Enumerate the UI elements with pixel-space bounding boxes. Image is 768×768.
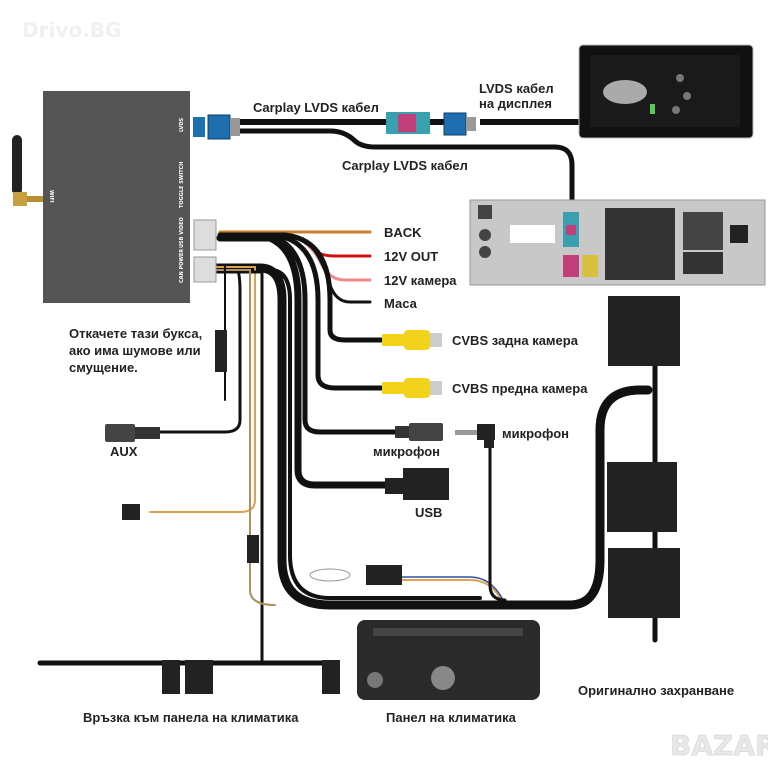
inline-connector bbox=[215, 330, 227, 372]
wifi-antenna-icon bbox=[12, 135, 43, 206]
carplay-module: LVDS TOGGLE SWITCH USB VIDEO CAN POWER W… bbox=[43, 91, 190, 303]
original-connector-2 bbox=[607, 462, 677, 532]
can-power-plug bbox=[193, 256, 217, 283]
port-label-can-power: CAN POWER bbox=[179, 249, 185, 283]
wiring-harness bbox=[37, 230, 658, 666]
port-label-usb-video: USB VIDEO bbox=[179, 217, 185, 248]
car-display bbox=[578, 44, 754, 139]
small-connector-left bbox=[122, 504, 140, 520]
rca-rear-camera-connector bbox=[382, 330, 442, 350]
note-line-1: Откачете тази букса, bbox=[69, 326, 202, 341]
small-connector-mid bbox=[247, 535, 259, 563]
watermark-drivo: Drivo.BG bbox=[22, 18, 121, 42]
rca-front-camera-connector bbox=[382, 378, 442, 398]
label-back: BACK bbox=[384, 225, 422, 240]
label-usb: USB bbox=[415, 505, 442, 520]
label-aux: AUX bbox=[110, 444, 138, 459]
label-12v-camera: 12V камера bbox=[384, 273, 457, 288]
watermark-bazar: BAZAR bbox=[670, 729, 768, 762]
fakra-connector-module bbox=[193, 114, 240, 140]
note-line-2: ако има шумове или bbox=[69, 343, 201, 358]
climate-connector-3 bbox=[322, 660, 340, 694]
aux-jack-icon bbox=[105, 424, 160, 442]
climate-connector-2 bbox=[185, 660, 213, 694]
label-lvds-display-1: LVDS кабел bbox=[479, 81, 554, 96]
original-connector-1 bbox=[608, 296, 680, 366]
label-cvbs-front: CVBS предна камера bbox=[452, 381, 588, 396]
mic-jack-icon bbox=[395, 423, 443, 441]
label-carplay-lvds-bottom: Carplay LVDS кабел bbox=[342, 158, 468, 173]
head-unit bbox=[469, 199, 766, 286]
label-mic-plug: микрофон bbox=[502, 426, 569, 441]
usb-connector-icon bbox=[385, 468, 449, 500]
fakra-connector-display bbox=[443, 112, 476, 136]
mic-plug-icon bbox=[455, 424, 495, 448]
port-label-wifi: WIFI bbox=[48, 190, 54, 203]
note-line-3: смущение. bbox=[69, 360, 138, 375]
label-climate-panel: Панел на климатика bbox=[386, 710, 517, 725]
lvds-cables bbox=[240, 119, 585, 210]
label-mic-jack: микрофон bbox=[373, 444, 440, 459]
climate-connector-1 bbox=[162, 660, 180, 694]
label-ground: Маса bbox=[384, 296, 418, 311]
fakra-coupler-pink bbox=[386, 112, 430, 134]
original-connector-3 bbox=[608, 548, 680, 618]
port-label-toggle: TOGGLE SWITCH bbox=[179, 162, 185, 208]
label-carplay-lvds-top: Carplay LVDS кабел bbox=[253, 100, 379, 115]
label-cvbs-rear: CVBS задна камера bbox=[452, 333, 579, 348]
port-label-lvds: LVDS bbox=[179, 117, 185, 132]
usb-video-plug bbox=[193, 219, 217, 251]
label-lvds-display-2: на дисплея bbox=[479, 96, 552, 111]
label-12v-out: 12V OUT bbox=[384, 249, 438, 264]
label-climate-link: Връзка към панела на климатика bbox=[83, 710, 299, 725]
label-original-power: Оригинално захранване bbox=[578, 683, 734, 698]
loop-connector bbox=[309, 565, 402, 585]
climate-panel-image bbox=[357, 620, 540, 700]
